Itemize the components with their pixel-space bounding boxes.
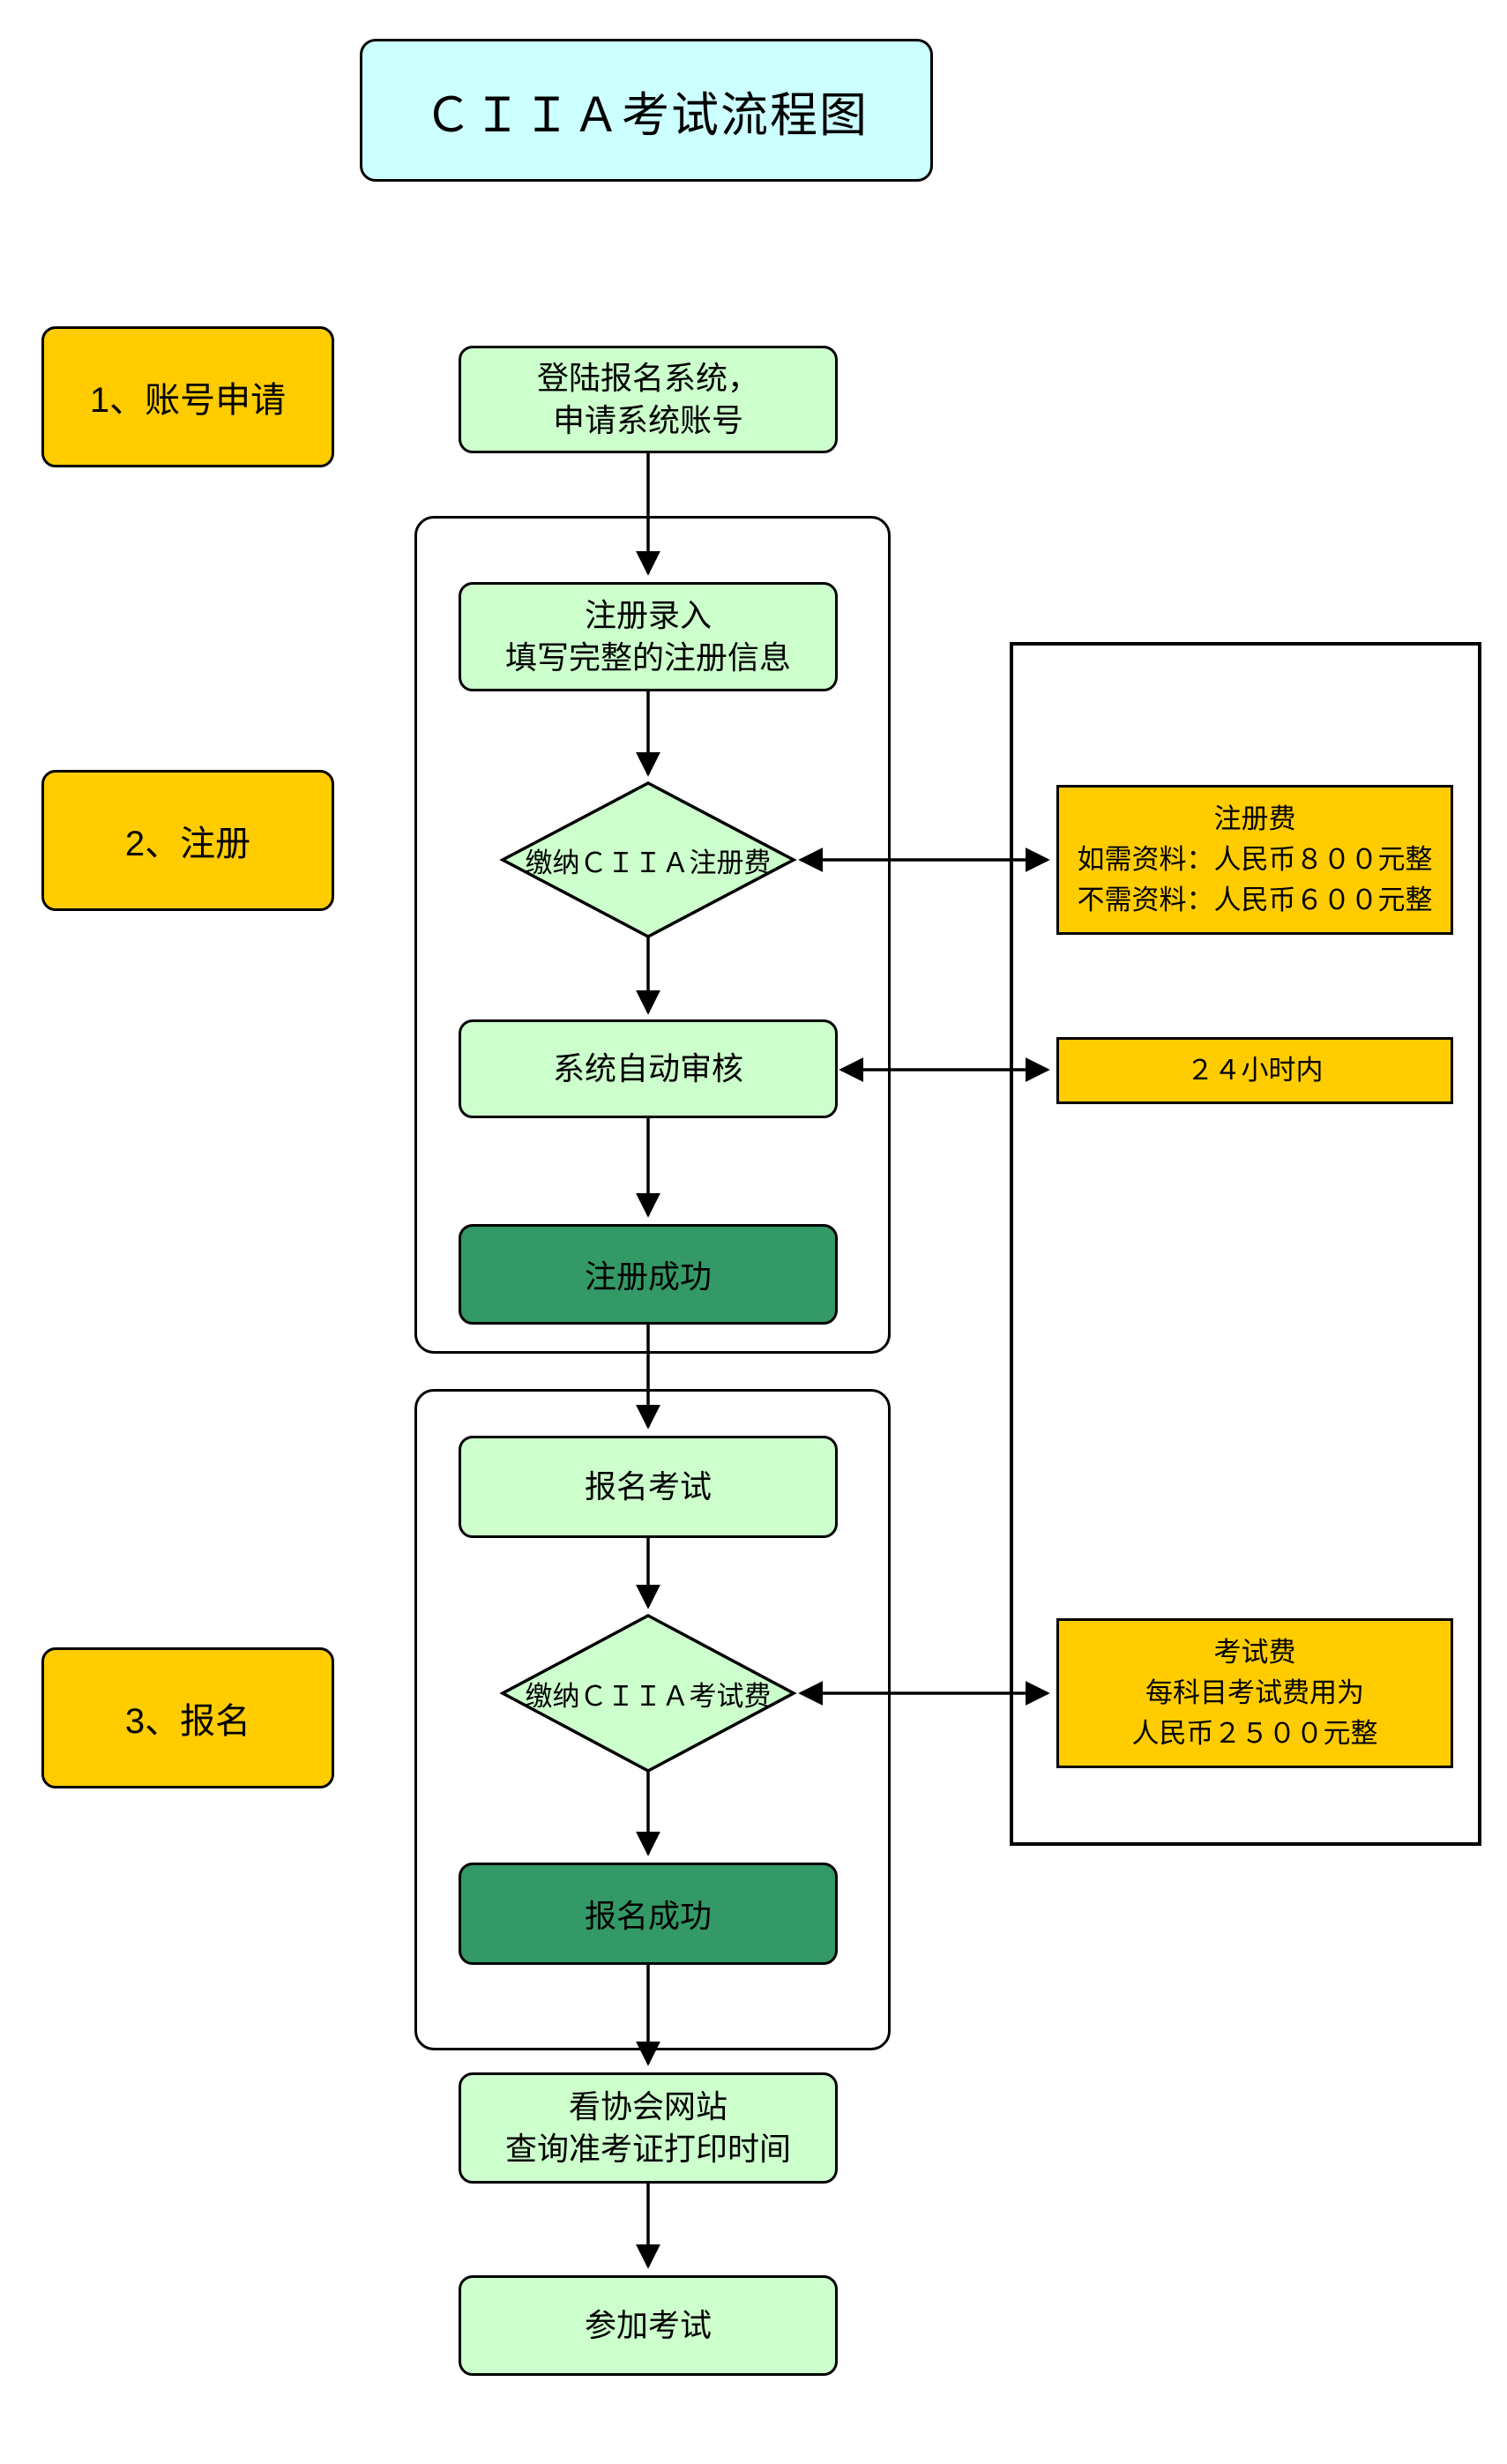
stage-label-account: 1、账号申请 xyxy=(41,326,334,467)
register-fee-line2: 如需资料：人民币８００元整 xyxy=(1077,844,1433,875)
stage-label-signup-text: 3、报名 xyxy=(124,1702,251,1741)
stage-label-register: 2、注册 xyxy=(41,770,334,911)
signup-success-box: 报名成功 xyxy=(459,1863,838,1965)
register-entry-box: 注册录入 填写完整的注册信息 xyxy=(459,582,838,691)
review-time-text: ２４小时内 xyxy=(1186,1055,1324,1086)
register-fee-note: 注册费 如需资料：人民币８００元整 不需资料：人民币６００元整 xyxy=(1056,785,1453,935)
take-exam-box: 参加考试 xyxy=(459,2275,838,2376)
exam-signup-text: 报名考试 xyxy=(584,1469,712,1505)
register-entry-line1: 注册录入 xyxy=(584,598,712,633)
stage-label-signup: 3、报名 xyxy=(41,1647,334,1788)
auto-review-box: 系统自动审核 xyxy=(459,1019,838,1118)
take-exam-text: 参加考试 xyxy=(584,2308,712,2343)
login-system-box: 登陆报名系统， 申请系统账号 xyxy=(459,346,838,453)
stage-label-register-text: 2、注册 xyxy=(124,825,251,863)
page-title: ＣＩＩＡ考试流程图 xyxy=(424,88,869,142)
exam-fee-line3: 人民币２５００元整 xyxy=(1131,1718,1378,1749)
register-success-box: 注册成功 xyxy=(459,1224,838,1325)
register-entry-line2: 填写完整的注册信息 xyxy=(504,640,791,676)
register-fee-line3: 不需资料：人民币６００元整 xyxy=(1077,885,1433,915)
exam-fee-title: 考试费 xyxy=(1213,1637,1296,1668)
signup-success-text: 报名成功 xyxy=(584,1899,712,1934)
review-time-note: ２４小时内 xyxy=(1056,1037,1453,1104)
check-website-line1: 看协会网站 xyxy=(568,2089,727,2124)
register-success-text: 注册成功 xyxy=(584,1259,712,1295)
login-system-line1: 登陆报名系统， xyxy=(536,361,759,396)
register-fee-title: 注册费 xyxy=(1213,803,1296,834)
title-box: ＣＩＩＡ考试流程图 xyxy=(360,39,933,182)
stage-label-account-text: 1、账号申请 xyxy=(89,381,287,420)
exam-fee-line2: 每科目考试费用为 xyxy=(1145,1677,1364,1708)
auto-review-text: 系统自动审核 xyxy=(552,1051,743,1086)
exam-fee-note: 考试费 每科目考试费用为 人民币２５００元整 xyxy=(1056,1618,1453,1768)
check-website-line2: 查询准考证打印时间 xyxy=(504,2132,791,2167)
login-system-line2: 申请系统账号 xyxy=(552,403,743,438)
check-website-box: 看协会网站 查询准考证打印时间 xyxy=(459,2072,838,2184)
exam-signup-box: 报名考试 xyxy=(459,1436,838,1538)
